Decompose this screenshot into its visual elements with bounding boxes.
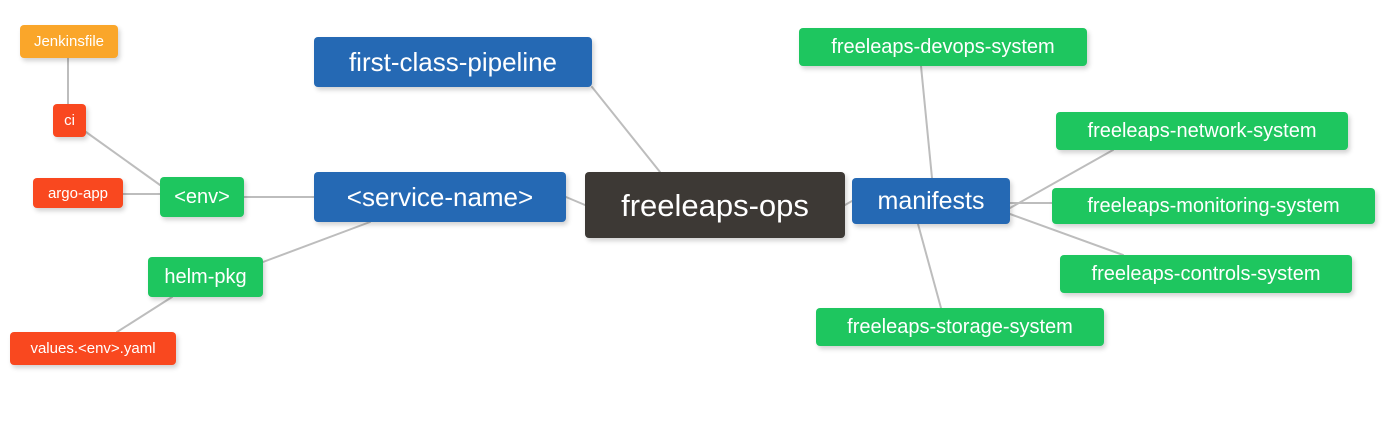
node-root[interactable]: freeleaps-ops xyxy=(585,172,845,238)
node-network-system[interactable]: freeleaps-network-system xyxy=(1056,112,1348,150)
node-first-class[interactable]: first-class-pipeline xyxy=(314,37,592,87)
edge-manifests-to-devops-system xyxy=(920,65,933,179)
node-jenkinsfile[interactable]: Jenkinsfile xyxy=(20,25,118,58)
node-values-yaml[interactable]: values.<env>.yaml xyxy=(10,332,176,365)
node-env[interactable]: <env> xyxy=(160,177,244,217)
node-ci[interactable]: ci xyxy=(53,104,86,137)
edge-helm-pkg-to-values-yaml xyxy=(116,296,173,333)
edge-manifests-to-storage-system xyxy=(917,223,942,309)
node-storage-system[interactable]: freeleaps-storage-system xyxy=(816,308,1104,346)
edge-service-name-to-helm-pkg xyxy=(262,221,371,263)
node-service-name[interactable]: <service-name> xyxy=(314,172,566,222)
node-manifests[interactable]: manifests xyxy=(852,178,1010,224)
edge-root-to-service-name xyxy=(565,196,586,206)
node-devops-system[interactable]: freeleaps-devops-system xyxy=(799,28,1087,66)
node-controls-system[interactable]: freeleaps-controls-system xyxy=(1060,255,1352,293)
node-argo-app[interactable]: argo-app xyxy=(33,178,123,208)
node-monitoring-system[interactable]: freeleaps-monitoring-system xyxy=(1052,188,1375,224)
edge-root-to-manifests xyxy=(844,200,853,206)
edge-root-to-first-class xyxy=(591,86,661,173)
node-helm-pkg[interactable]: helm-pkg xyxy=(148,257,263,297)
